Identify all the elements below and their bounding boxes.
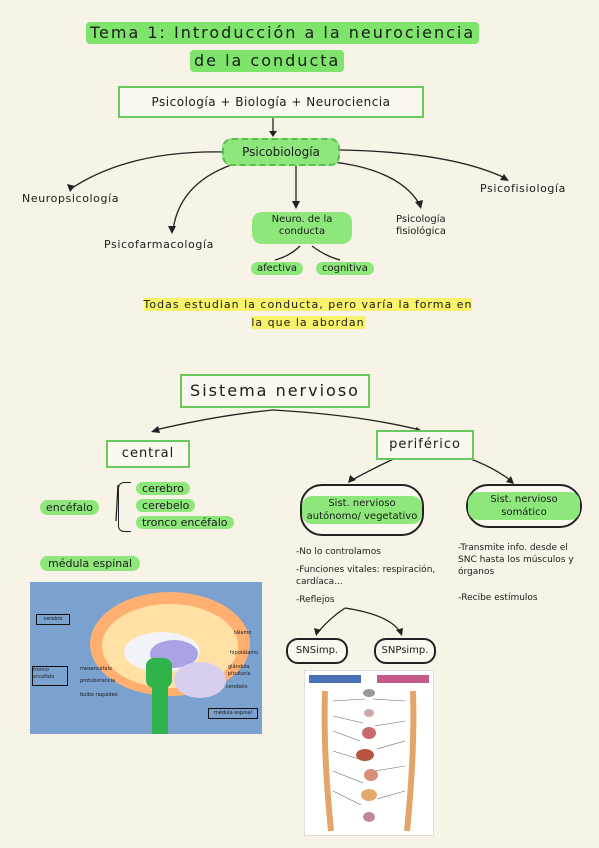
cerebelo-item: cerebelo bbox=[136, 499, 196, 512]
tronco-encefalo-item: tronco encéfalo bbox=[136, 516, 234, 529]
psicobiologia-label: Psicobiología bbox=[242, 145, 320, 159]
periferico-box: periférico bbox=[376, 430, 474, 460]
autonomo-note-1: -No lo controlamos bbox=[296, 547, 381, 557]
neuropsicologia-label: Neuropsicología bbox=[22, 192, 120, 205]
psicologia-fisiologica-label: Psicología fisiológica bbox=[396, 214, 447, 237]
note-highlight: Todas estudian la conducta, pero varía l… bbox=[143, 298, 473, 329]
snpsimp-label: SNPsimp. bbox=[381, 645, 429, 656]
title-line-2: de la conducta bbox=[194, 51, 341, 70]
formula-box: Psicología + Biología + Neurociencia bbox=[118, 86, 424, 118]
central-label: central bbox=[121, 446, 175, 461]
psicofarmacologia-label: Psicofarmacología bbox=[104, 238, 214, 251]
snsimp-label: SNSimp. bbox=[295, 645, 339, 656]
brain-label-mesencefalo: mesencéfalo bbox=[80, 666, 112, 672]
snpsimp-node: SNPsimp. bbox=[374, 638, 436, 664]
somatico-note-1: -Transmite info. desde el SNC hasta los … bbox=[458, 543, 574, 577]
medula-espinal-label: médula espinal bbox=[40, 556, 141, 571]
brain-label-glandula: glándula pituitaria bbox=[228, 664, 251, 677]
cognitiva-label: cognitiva bbox=[316, 262, 374, 275]
autonomic-diagram bbox=[304, 670, 434, 836]
cerebro-item: cerebro bbox=[136, 482, 190, 495]
periferico-label: periférico bbox=[389, 437, 461, 452]
neuro-conducta-node: Neuro. de la conducta bbox=[252, 212, 352, 244]
encefalo-label: encéfalo bbox=[40, 500, 99, 515]
title-line-1: Tema 1: Introducción a la neurociencia bbox=[90, 23, 476, 42]
autonomo-note-2: -Funciones vitales: respiración, cardíac… bbox=[296, 565, 436, 587]
formula-text: Psicología + Biología + Neurociencia bbox=[151, 95, 391, 109]
snautonomo-node: Sist. nervioso autónomo/ vegetativo bbox=[300, 484, 424, 536]
autonomo-note-3: -Reflejos bbox=[296, 595, 335, 605]
autonomo-notes: -No lo controlamos -Funciones vitales: r… bbox=[296, 546, 446, 606]
brain-label-tronco: tronco encéfalo bbox=[32, 666, 68, 686]
psicobiologia-node: Psicobiología bbox=[222, 138, 340, 166]
brain-label-cerebro: cerebro bbox=[36, 614, 70, 625]
afectiva-label: afectiva bbox=[251, 262, 304, 275]
page-subtitle: de la conducta bbox=[190, 50, 345, 72]
brain-label-hipotalamo: hipotálamo bbox=[230, 650, 259, 656]
sistema-nervioso-box: Sistema nervioso bbox=[180, 374, 370, 408]
snautonomo-label: Sist. nervioso autónomo/ vegetativo bbox=[302, 496, 422, 524]
note-text: Todas estudian la conducta, pero varía l… bbox=[138, 296, 478, 332]
snsomatico-node: Sist. nervioso somático bbox=[466, 484, 582, 528]
page-title: Tema 1: Introducción a la neurociencia bbox=[86, 22, 480, 44]
somatico-note-2: -Recibe estímulos bbox=[458, 593, 538, 603]
encefalo-brace bbox=[118, 482, 131, 532]
somatico-notes: -Transmite info. desde el SNC hasta los … bbox=[458, 542, 586, 604]
brain-label-medula: médula espinal bbox=[208, 708, 258, 719]
snsomatico-label: Sist. nervioso somático bbox=[468, 492, 580, 520]
brain-label-protuberancia: protuberancia bbox=[80, 678, 116, 684]
brain-illustration: cerebro tálamo hipotálamo tronco encéfal… bbox=[30, 582, 262, 734]
psicofisiologia-label: Psicofisiología bbox=[480, 182, 567, 195]
sistema-nervioso-title: Sistema nervioso bbox=[190, 381, 360, 400]
brain-label-bulbo: bulbo raquídeo bbox=[80, 692, 118, 698]
brain-label-talamo: tálamo bbox=[234, 630, 252, 636]
snsimp-node: SNSimp. bbox=[286, 638, 348, 664]
brain-label-cerebelo: cerebelo bbox=[226, 684, 248, 690]
central-box: central bbox=[106, 440, 190, 468]
